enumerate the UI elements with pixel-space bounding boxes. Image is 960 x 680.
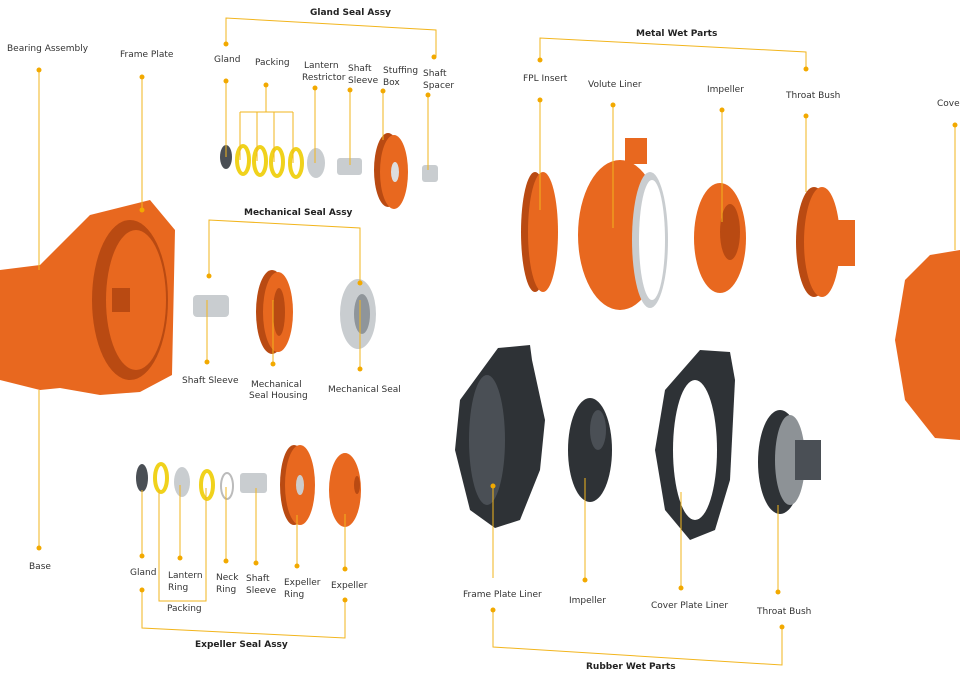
- metal-wet-parts-images: [521, 138, 960, 440]
- label-exp-shaft-sleeve-2: Sleeve: [246, 586, 277, 596]
- label-lantern-ring-1: Lantern: [168, 571, 203, 581]
- gland-seal-assy-title: Gland Seal Assy: [310, 8, 391, 18]
- label-mechanical-seal: Mechanical Seal: [328, 385, 401, 395]
- rubber-wet-parts-images: [455, 345, 821, 540]
- label-neck-ring-1: Neck: [216, 573, 239, 583]
- label-base: Base: [29, 562, 51, 572]
- label-rubber-throat-bush: Throat Bush: [756, 607, 811, 617]
- label-mech-shaft-sleeve: Shaft Sleeve: [182, 376, 239, 386]
- label-exp-packing: Packing: [167, 604, 202, 614]
- label-expeller-ring-1: Expeller: [284, 578, 321, 588]
- label-cover-plate-liner: Cover Plate Liner: [651, 601, 728, 611]
- label-frame-plate-liner: Frame Plate Liner: [463, 590, 542, 600]
- label-stuffing-box-2: Box: [383, 78, 400, 88]
- label-fpl-insert: FPL Insert: [523, 74, 568, 84]
- rubber-wet-parts-title: Rubber Wet Parts: [586, 662, 676, 672]
- mechanical-seal-parts: [193, 270, 376, 354]
- label-exp-shaft-sleeve-1: Shaft: [246, 574, 270, 584]
- leader-dots: [36, 41, 958, 630]
- label-shaft-spacer-2: Spacer: [423, 81, 454, 91]
- label-neck-ring-2: Ring: [216, 585, 236, 595]
- leader-lines: [38, 17, 956, 666]
- label-expeller: Expeller: [331, 581, 368, 591]
- label-volute-liner: Volute Liner: [588, 80, 642, 90]
- label-lantern-restrictor-2: Restrictor: [302, 73, 346, 83]
- label-bearing-assembly: Bearing Assembly: [7, 44, 89, 54]
- label-shaft-sleeve-1: Shaft: [348, 64, 372, 74]
- label-rubber-impeller: Impeller: [569, 596, 606, 606]
- mechanical-seal-assy-title: Mechanical Seal Assy: [244, 208, 353, 218]
- label-gland: Gland: [214, 55, 240, 65]
- label-cover: Cover: [937, 99, 960, 109]
- label-metal-impeller: Impeller: [707, 85, 744, 95]
- label-shaft-spacer-1: Shaft: [423, 69, 447, 79]
- label-frame-plate: Frame Plate: [120, 50, 174, 60]
- label-packing: Packing: [255, 58, 290, 68]
- frame-assembly-part: [0, 200, 175, 395]
- expeller-seal-assy-title: Expeller Seal Assy: [195, 640, 288, 650]
- label-exp-gland: Gland: [130, 568, 156, 578]
- label-mech-housing-2: Seal Housing: [249, 391, 308, 401]
- label-expeller-ring-2: Ring: [284, 590, 304, 600]
- gland-seal-parts: [220, 133, 438, 209]
- label-lantern-ring-2: Ring: [168, 583, 188, 593]
- label-stuffing-box-1: Stuffing: [383, 66, 418, 76]
- label-lantern-restrictor-1: Lantern: [304, 61, 339, 71]
- expeller-seal-parts: [136, 445, 361, 527]
- metal-wet-parts-title: Metal Wet Parts: [636, 29, 717, 39]
- label-mech-housing-1: Mechanical: [251, 380, 302, 390]
- label-metal-throat-bush: Throat Bush: [785, 91, 840, 101]
- label-shaft-sleeve-2: Sleeve: [348, 76, 379, 86]
